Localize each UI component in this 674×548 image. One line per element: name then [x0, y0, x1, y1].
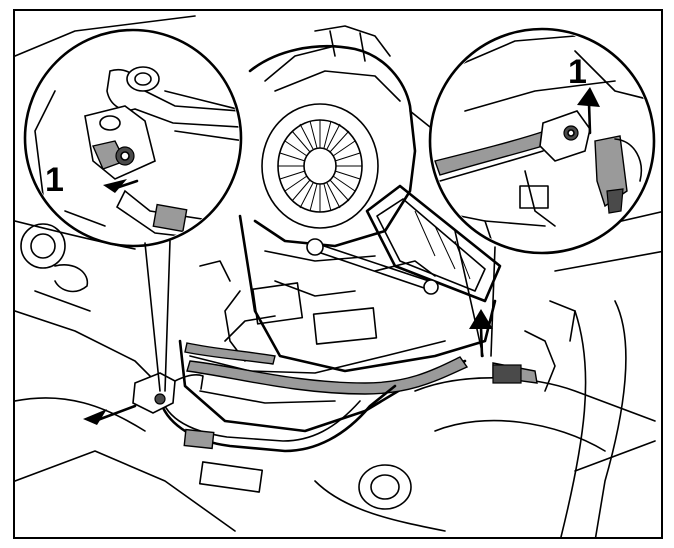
arrow-up-icon	[469, 87, 600, 358]
left-mount	[20, 223, 91, 312]
arrow-left-icon	[83, 179, 139, 425]
hvac-housing	[199, 25, 497, 373]
callout-label-left: 1	[45, 161, 64, 199]
detail-circle-left	[23, 28, 243, 248]
blower-fan-blades	[278, 120, 362, 212]
callout-label-right: 1	[568, 53, 587, 91]
cabin-filter-frame	[365, 184, 502, 303]
ac-refrigerant-lines	[132, 300, 576, 453]
technical-illustration	[15, 15, 661, 537]
detail-leader-lines	[144, 230, 496, 392]
actuator-rod	[306, 238, 439, 295]
detail-circle-right	[428, 27, 656, 255]
diagram-frame: 1 1	[13, 9, 663, 539]
floor-mount	[198, 461, 412, 510]
